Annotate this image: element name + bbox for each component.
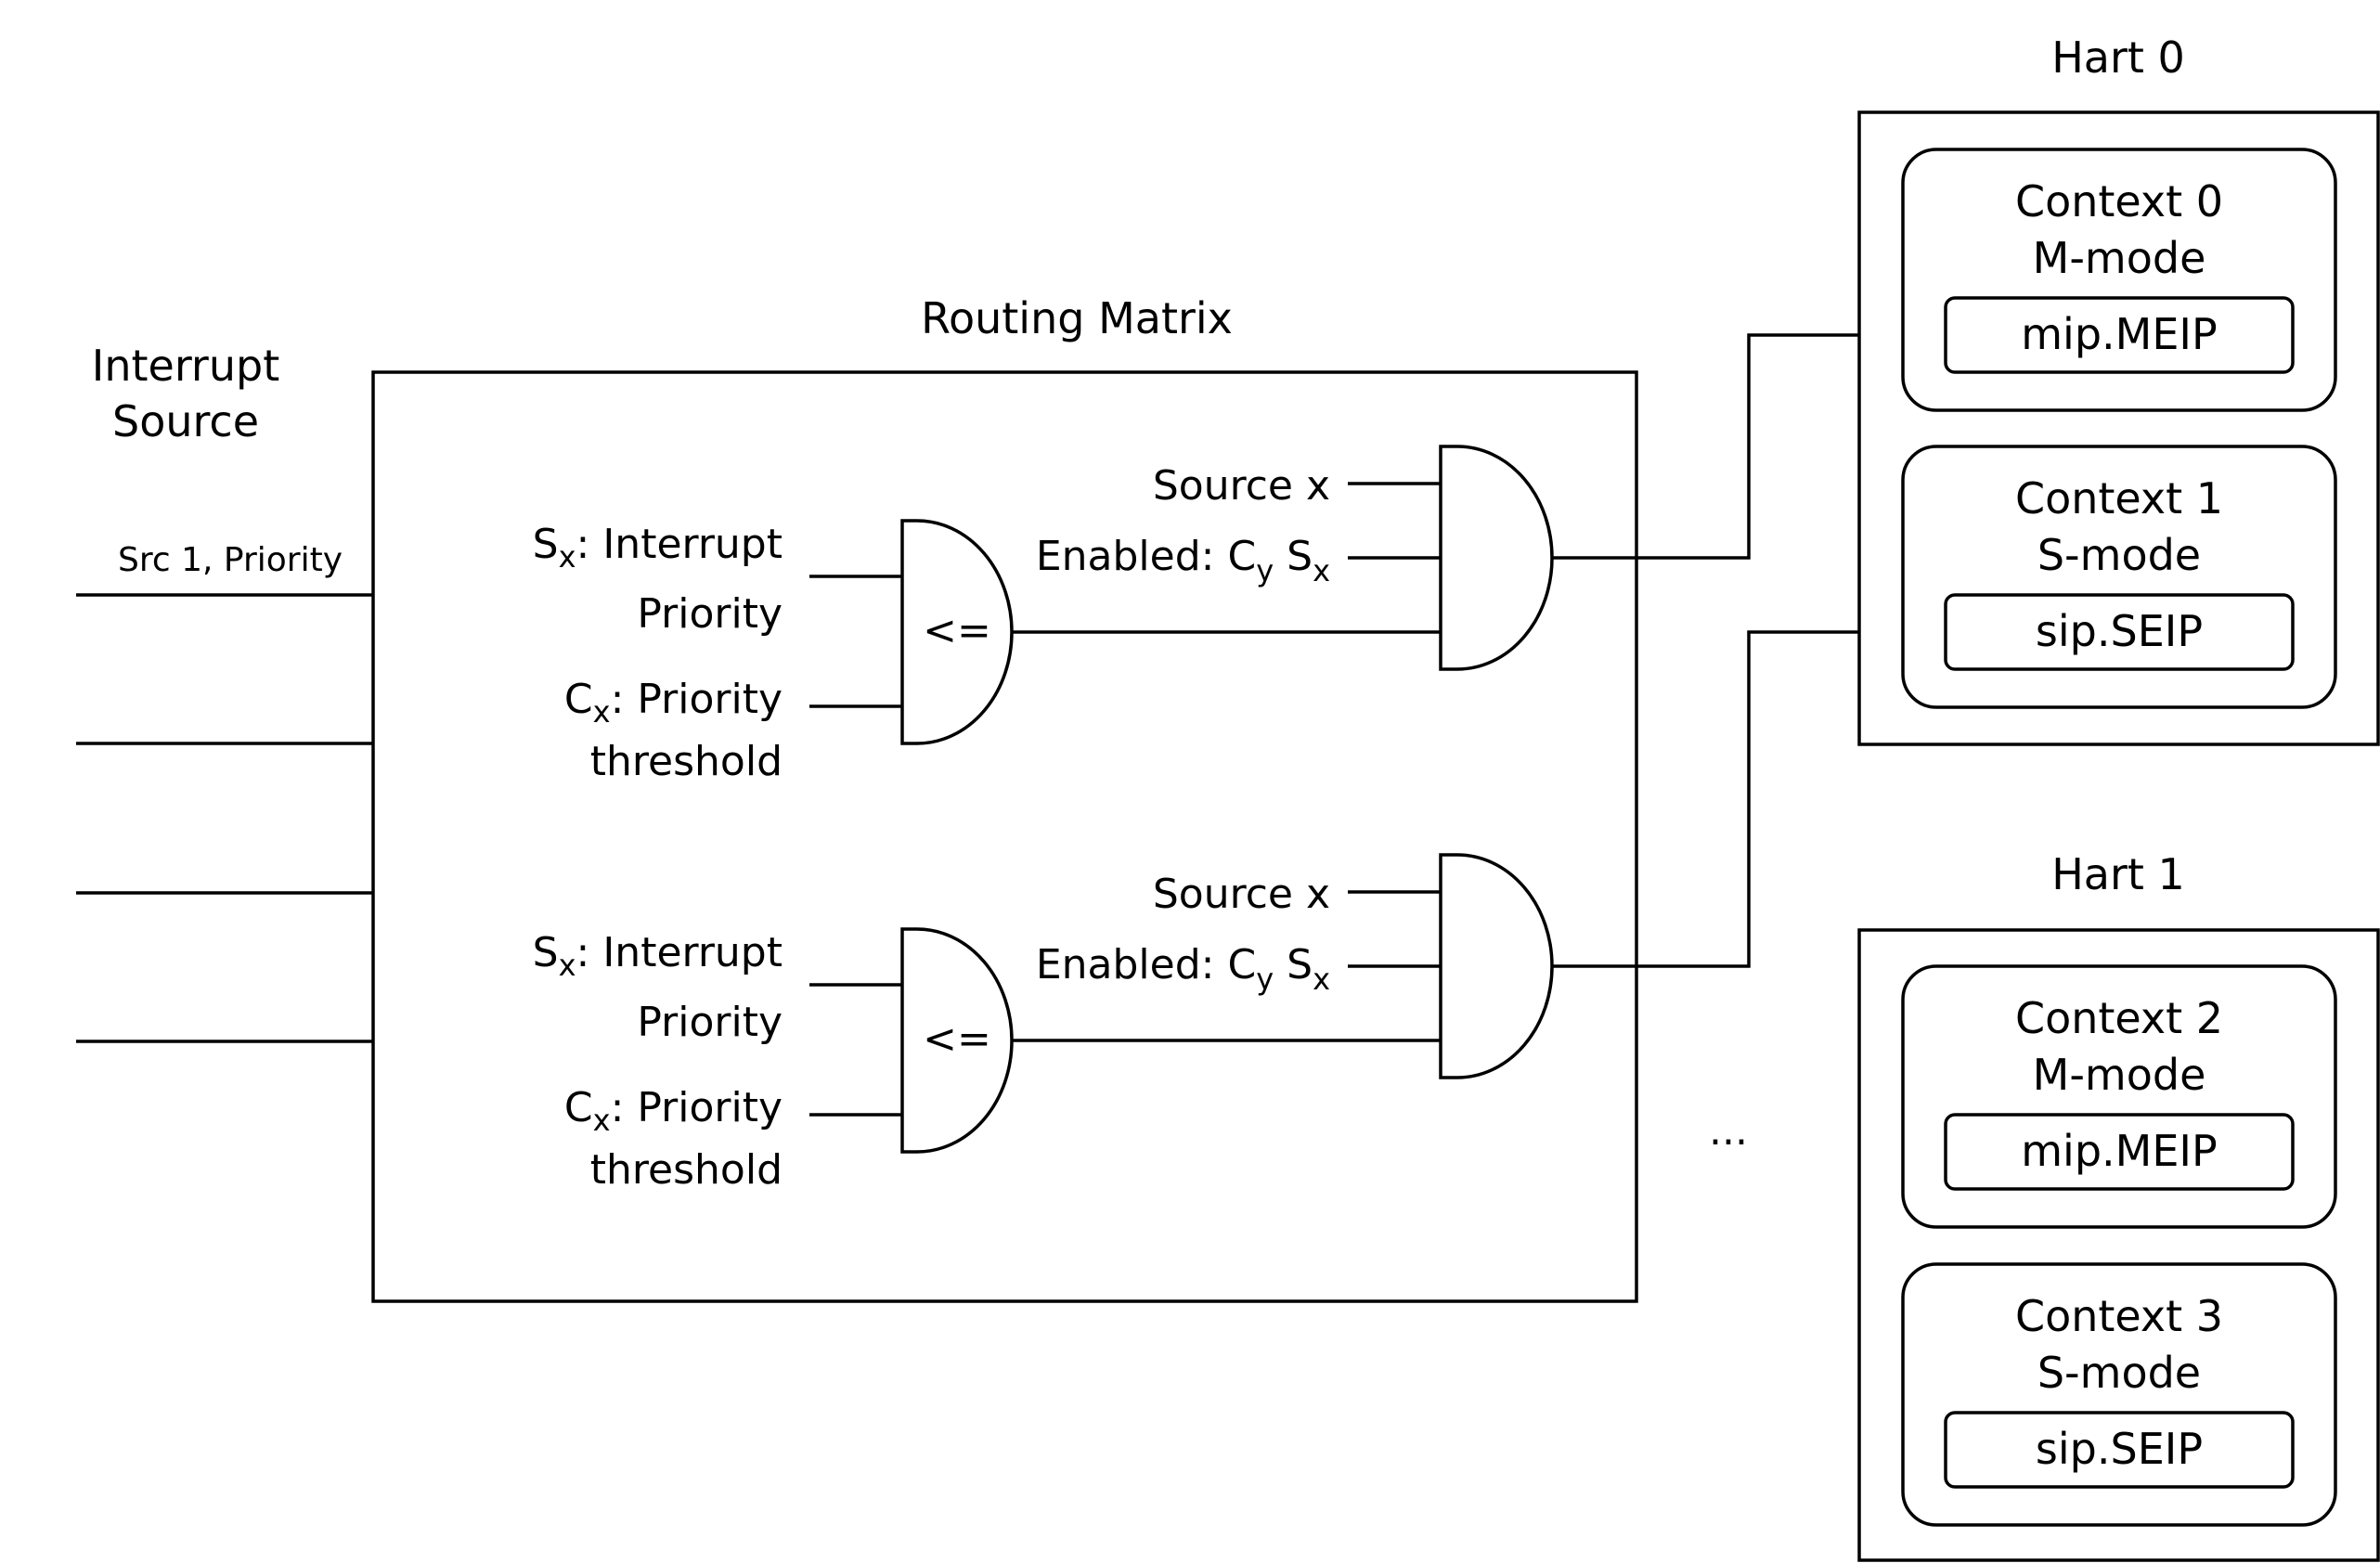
enabled-label: Enabled: Cy Sx bbox=[1036, 533, 1330, 588]
sx-interrupt-label: Sx: Interrupt bbox=[533, 929, 783, 983]
context-0-register-label: mip.MEIP bbox=[2021, 309, 2217, 359]
hart-1: Hart 1 Context 2 M-mode mip.MEIP Context… bbox=[1857, 849, 2380, 1562]
enabled-label: Enabled: Cy Sx bbox=[1036, 941, 1330, 997]
route-arrow-to-context-1 bbox=[1552, 626, 1943, 968]
interrupt-source-title-line1: Interrupt bbox=[92, 341, 279, 391]
hart-0: Hart 0 Context 0 M-mode mip.MEIP Context… bbox=[1857, 32, 2380, 746]
context-3-title: Context 3 bbox=[2015, 1291, 2223, 1341]
routing-unit-0: Sx: Interrupt Priority Cx: Priority thre… bbox=[533, 445, 1554, 785]
context-2-title: Context 2 bbox=[2015, 993, 2223, 1043]
routing-matrix-box bbox=[371, 370, 1638, 1303]
hart-1-title: Hart 1 bbox=[2051, 849, 2185, 899]
routing-matrix: Routing Matrix ... Sx: Interrupt Priorit… bbox=[371, 293, 1748, 1303]
context-1-title: Context 1 bbox=[2015, 473, 2223, 523]
context-0-mode: M-mode bbox=[2033, 233, 2206, 283]
source-x-label: Source x bbox=[1153, 871, 1330, 918]
sx-priority-label: Priority bbox=[637, 999, 783, 1046]
compare-gate bbox=[900, 927, 1014, 1154]
src1-priority-label: Src 1, Priority bbox=[118, 541, 343, 579]
interrupt-source: Interrupt Source Src 1, Priority bbox=[76, 341, 373, 1043]
context-3-register-label: sip.SEIP bbox=[2036, 1424, 2203, 1474]
context-1-register-label: sip.SEIP bbox=[2036, 606, 2203, 656]
ellipsis-label: ... bbox=[1709, 1107, 1748, 1155]
context-2-register bbox=[1944, 1113, 2295, 1191]
interrupt-source-title-line2: Source bbox=[112, 396, 259, 446]
cx-priority-label: Cx: Priority bbox=[564, 676, 783, 730]
compare-operator: <= bbox=[923, 1015, 991, 1063]
context-3-register bbox=[1944, 1411, 2295, 1489]
context-1-register bbox=[1944, 593, 2295, 671]
context-1-mode: S-mode bbox=[2037, 530, 2201, 580]
context-0-title: Context 0 bbox=[2015, 176, 2223, 226]
sx-interrupt-label: Sx: Interrupt bbox=[533, 521, 783, 575]
routing-matrix-title: Routing Matrix bbox=[921, 293, 1233, 343]
hart-0-title: Hart 0 bbox=[2051, 32, 2185, 83]
source-x-label: Source x bbox=[1153, 462, 1330, 510]
context-2-mode: M-mode bbox=[2033, 1050, 2206, 1100]
cx-threshold-label: threshold bbox=[590, 1146, 783, 1194]
context-0-register bbox=[1944, 296, 2295, 374]
compare-operator: <= bbox=[923, 607, 991, 654]
and-gate bbox=[1439, 445, 1554, 671]
sx-priority-label: Priority bbox=[637, 590, 783, 638]
context-3-mode: S-mode bbox=[2037, 1348, 2201, 1398]
and-gate bbox=[1439, 853, 1554, 1079]
context-2-register-label: mip.MEIP bbox=[2021, 1126, 2217, 1176]
routing-unit-1: Sx: Interrupt Priority Cx: Priority thre… bbox=[533, 853, 1554, 1194]
cx-priority-label: Cx: Priority bbox=[564, 1084, 783, 1138]
route-arrow-to-context-0 bbox=[1552, 329, 1943, 560]
output-routing bbox=[1552, 329, 1943, 968]
compare-gate bbox=[900, 519, 1014, 745]
cx-threshold-label: threshold bbox=[590, 738, 783, 785]
